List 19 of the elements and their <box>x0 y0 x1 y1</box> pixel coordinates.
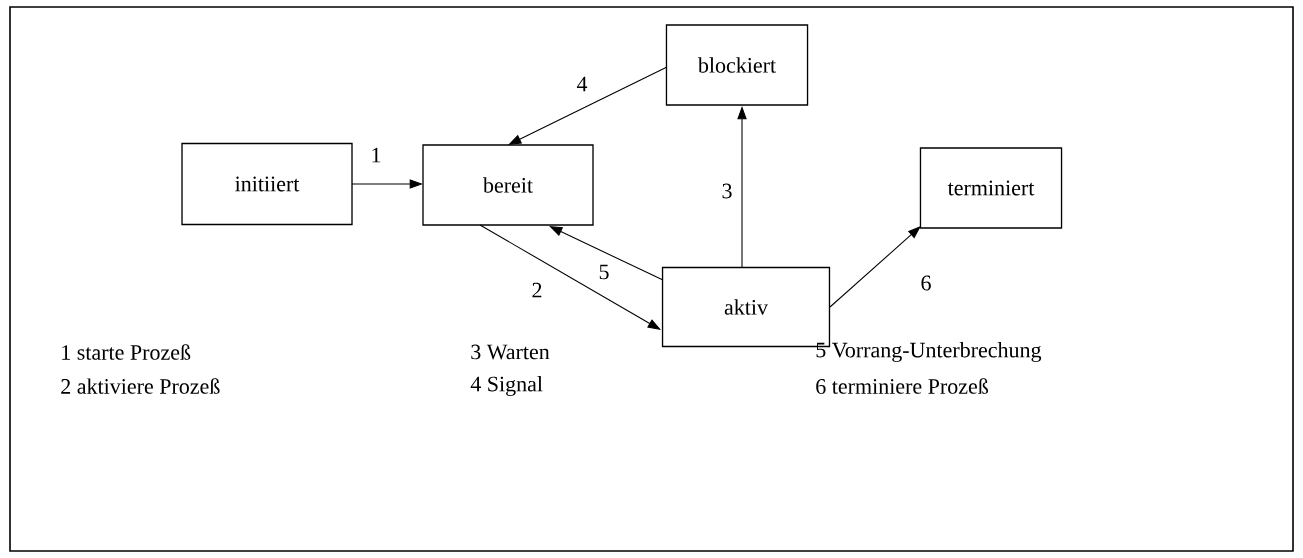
state-box: bereit <box>422 144 594 226</box>
edge-label: 3 <box>720 182 734 200</box>
legend-text: 1 starte Prozeß <box>62 344 191 360</box>
legend-text: 6 terminiere Prozeß <box>816 378 988 394</box>
legend-text: 4 Signal <box>470 376 543 396</box>
arrow <box>549 226 664 281</box>
arrow <box>829 226 921 308</box>
state-box: initiiert <box>181 142 353 226</box>
state-box: terminiert <box>919 147 1063 229</box>
edge-label: 6 <box>919 274 933 292</box>
edge-label: 2 <box>530 281 544 299</box>
state-box: blockiert <box>665 24 809 106</box>
edge-label: 1 <box>369 146 383 164</box>
arrow <box>479 224 661 330</box>
arrow <box>508 66 668 145</box>
legend-text: 3 Warten <box>471 344 550 360</box>
legend-text: 2 aktiviere Prozeß <box>61 378 220 394</box>
edge-label: 4 <box>575 75 589 93</box>
edge-label: 5 <box>597 263 611 281</box>
